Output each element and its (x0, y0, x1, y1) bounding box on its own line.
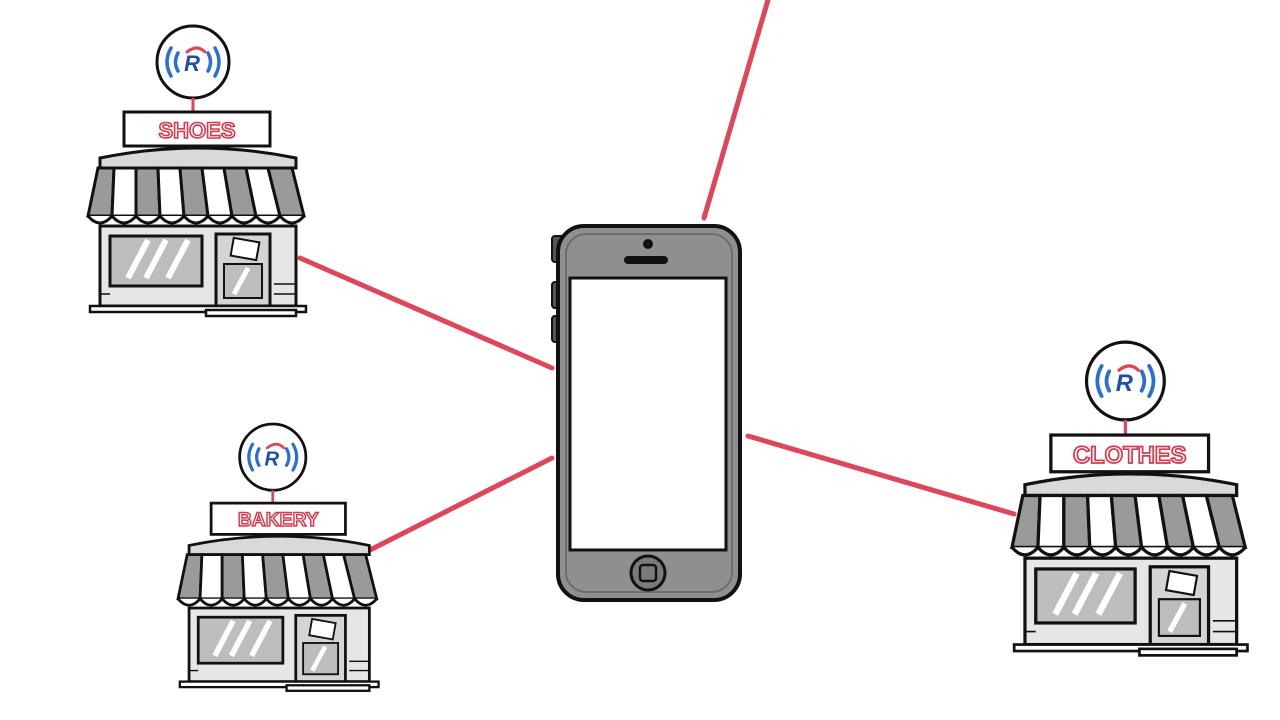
beacon-icon (1084, 340, 1167, 422)
speaker-grille (624, 256, 668, 264)
store-bakery: BAKERY (178, 422, 379, 691)
beacon-icon (238, 422, 308, 492)
phone-screen (568, 276, 728, 552)
connector-lines (297, 0, 1017, 553)
smartphone-icon (551, 224, 742, 602)
home-button (629, 554, 667, 592)
connector-shoes (297, 255, 555, 371)
beacon-icon (155, 24, 231, 100)
store-sign-bakery: BAKERY (238, 510, 319, 531)
connector-bakery (367, 455, 555, 553)
connector-clothes (745, 433, 1017, 517)
store-sign-clothes: CLOTHES (1073, 442, 1186, 469)
store-clothes: CLOTHES (1012, 340, 1247, 655)
connector-top (701, 0, 771, 221)
front-camera (643, 239, 653, 249)
store-sign-shoes: SHOES (158, 118, 235, 143)
store-shoes: SHOES (88, 24, 306, 316)
